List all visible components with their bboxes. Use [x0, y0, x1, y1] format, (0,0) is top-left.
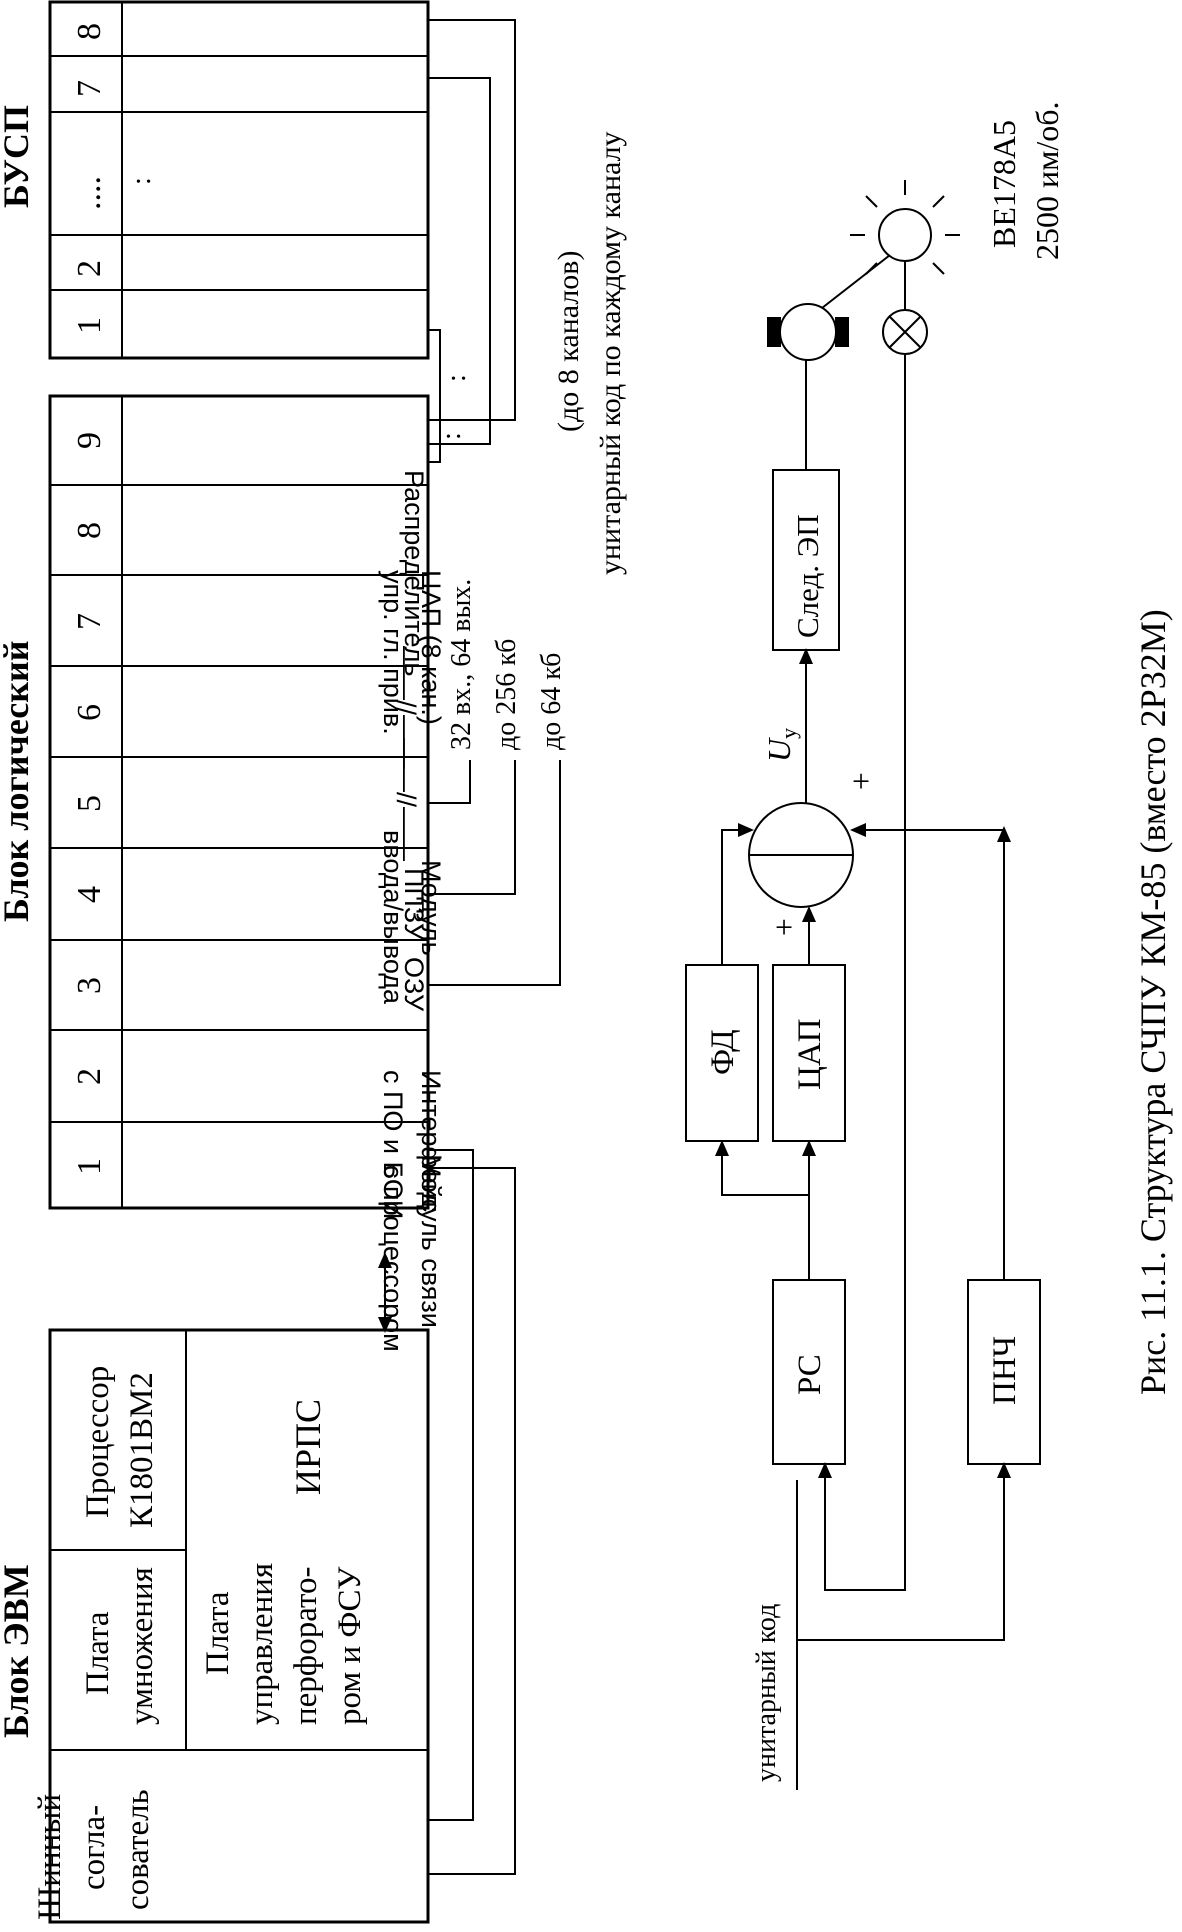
logic-slot-number: 8	[71, 522, 108, 539]
logic-slot-2-label: Интерфейс с ПО и БОИ	[378, 1070, 446, 1219]
ppzu-note: до 256 кб	[491, 639, 522, 750]
logic-block-title: Блок логический	[0, 641, 36, 922]
busp-block: БУСП 1 2 .... 7 8 : : : (до 8 каналов) у…	[0, 0, 627, 575]
busp-dots: :	[126, 177, 157, 185]
logic-slot-number: 6	[71, 704, 108, 721]
unitary-code-input-label: унитарный код	[751, 1604, 782, 1782]
multiply-board-cell: Плата умножения	[80, 1567, 160, 1725]
bus-matcher-line1: Шинный	[32, 1794, 68, 1920]
motor-brush	[767, 317, 781, 347]
logic-slot-5-label: Модуль ввода/вывода	[378, 830, 446, 1005]
rs-label: РС	[792, 1354, 828, 1395]
bidirectional-arrow	[378, 1252, 392, 1333]
logic-slot-7-label: ——//——	[391, 646, 421, 769]
svg-text:упр. гл. прив.: упр. гл. прив.	[378, 570, 408, 735]
plus-top: +	[852, 763, 870, 799]
logic-slot-number: 3	[71, 977, 108, 994]
perforator-board-line1: Плата	[200, 1591, 236, 1675]
encoder-resolution-label: 2500 им/об.	[1029, 101, 1065, 260]
logic-slot-3-label: ОЗУ	[399, 957, 429, 1012]
svg-text:Модуль связи: Модуль связи	[416, 1155, 446, 1328]
logic-slot-number: 9	[71, 432, 108, 449]
svg-text:ЦАП (8 кан.): ЦАП (8 кан.)	[416, 570, 446, 725]
svg-text:с ПО и БОИ: с ПО и БОИ	[378, 1070, 408, 1219]
busp-frame	[48, 0, 430, 360]
bus-matcher-line2: согла-	[76, 1805, 112, 1890]
encoder-model-label: ВЕ178А5	[986, 120, 1022, 248]
busp-slot-number: 1	[71, 317, 108, 334]
logic-slot-4-label: ППЗУ	[399, 868, 429, 941]
busp-slot-numbers: 1 2 .... 7 8	[71, 23, 108, 334]
uy-label: Uу	[761, 728, 801, 762]
logic-slot-numbers: 1 2 3 4 5 6 7 8 9	[71, 432, 108, 1175]
svg-text:с процессором: с процессором	[378, 1165, 408, 1352]
busp-unitary-note: унитарный код по каждому каналу	[594, 131, 627, 575]
multiply-board-line2: умножения	[124, 1567, 160, 1725]
irps-label: ИРПС	[288, 1399, 328, 1495]
ozu-note: до 64 кб	[536, 653, 567, 750]
busp-slot-number: ....	[71, 176, 108, 210]
busp-dots: :	[436, 432, 467, 440]
busp-dots: :	[441, 374, 472, 382]
busp-notes: (до 8 каналов) унитарный код по каждому …	[552, 131, 627, 575]
svg-text:ввода/вывода: ввода/вывода	[378, 830, 408, 1005]
logic-connections	[428, 19, 561, 1875]
busp-channels-note: (до 8 каналов)	[552, 251, 585, 432]
logic-slot-6-label: ——//——	[391, 738, 421, 861]
pnch-label: ПНЧ	[987, 1336, 1023, 1405]
io-note: 32 вх., 64 вых.	[446, 579, 477, 750]
figure-caption: Рис. 11.1. Структура СЧПУ КМ-85 (вместо …	[1133, 609, 1173, 1395]
svg-text:Модуль: Модуль	[416, 860, 446, 956]
logic-notes: 32 вх., 64 вых. до 256 кб до 64 кб	[446, 579, 567, 750]
logic-slot-number: 5	[71, 795, 108, 812]
processor-cell: Процессор К1801ВМ2	[80, 1366, 160, 1528]
processor-line1: Процессор	[80, 1366, 116, 1518]
computer-block-frame	[48, 1328, 430, 1924]
logic-slot-number: 1	[71, 1158, 108, 1175]
svg-text:Интерфейс: Интерфейс	[416, 1070, 446, 1212]
computer-block-title: Блок ЭВМ	[0, 1564, 36, 1738]
processor-line2: К1801ВМ2	[124, 1372, 160, 1528]
perforator-board-cell: Плата управления перфорато- ром и ФСУ	[200, 1563, 368, 1725]
multiply-board-line1: Плата	[80, 1611, 116, 1695]
busp-slot-number: 8	[71, 23, 108, 40]
logic-slot-8-label: ЦАП (8 кан.) упр. гл. прив.	[378, 570, 446, 735]
fd-label: ФД	[705, 1029, 741, 1075]
servo-loop: унитарный код РС ПНЧ ФД ЦАП + + Uу След.…	[685, 101, 1065, 1790]
computer-block: Блок ЭВМ Шинный согла- сователь Плата ум…	[0, 1328, 430, 1924]
plus-bottom: +	[775, 909, 793, 945]
logic-slot-9-label: Распределитель	[399, 470, 429, 676]
follower-label: След. ЭП	[790, 514, 825, 638]
logic-slot-number: 2	[71, 1068, 108, 1085]
perforator-board-line2: управления	[244, 1563, 280, 1725]
bus-matcher-cell: Шинный согла- сователь	[32, 1789, 156, 1920]
perforator-board-line3: перфорато-	[288, 1567, 324, 1725]
bus-matcher-line3: сователь	[120, 1789, 156, 1910]
busp-slot-number: 7	[71, 80, 108, 97]
perforator-board-line4: ром и ФСУ	[332, 1566, 368, 1725]
motor-brush	[835, 317, 849, 347]
logic-block: Блок логический 1 2 3 4 5 6 7 8 9 Модуль…	[0, 394, 567, 1352]
busp-block-title: БУСП	[0, 105, 36, 208]
busp-slot-number: 2	[71, 260, 108, 277]
motor-icon	[779, 303, 837, 361]
dac-label: ЦАП	[792, 1019, 828, 1091]
logic-slot-number: 7	[71, 613, 108, 630]
logic-slot-1-label: Модуль связи с процессором	[378, 1155, 446, 1352]
logic-slot-number: 4	[71, 886, 108, 903]
logic-slot-labels: Модуль связи с процессором Интерфейс с П…	[378, 470, 446, 1352]
